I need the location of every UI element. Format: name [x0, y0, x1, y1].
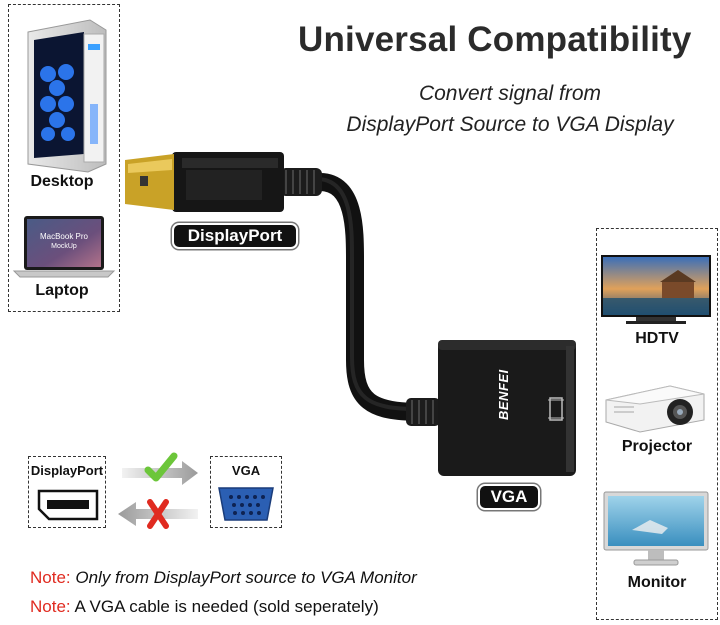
reverse-arrow-cross-icon [114, 496, 202, 532]
vga-port-label: VGA [231, 463, 261, 478]
forward-arrow-check-icon [118, 452, 202, 488]
note-line-2: Note: A VGA cable is needed (sold sepera… [30, 597, 379, 617]
projector-icon [600, 376, 712, 436]
device-label-projector: Projector [621, 438, 693, 455]
subtitle: Convert signal from DisplayPort Source t… [330, 78, 690, 140]
device-label-laptop: Laptop [35, 282, 89, 299]
device-label-hdtv: HDTV [635, 330, 679, 347]
laptop-screen-text-2: MockUp [51, 243, 77, 250]
displayport-port-icon [37, 489, 99, 521]
note-line-1: Note: Only from DisplayPort source to VG… [30, 568, 417, 588]
device-label-monitor: Monitor [627, 574, 687, 591]
vga-port-icon [217, 485, 275, 523]
device-label-desktop: Desktop [30, 173, 94, 190]
desktop-tower-icon [18, 14, 113, 174]
subtitle-line-2: DisplayPort Source to VGA Display [346, 113, 674, 136]
tv-icon [600, 254, 712, 326]
input-connector-label: DisplayPort [174, 225, 296, 247]
monitor-icon [602, 490, 710, 568]
note-prefix-2: Note: [30, 597, 71, 616]
source-devices-box [8, 4, 120, 312]
subtitle-line-1: Convert signal from [418, 82, 602, 105]
note-text-2: A VGA cable is needed (sold seperately) [74, 597, 379, 616]
dp-port-label: DisplayPort [30, 463, 104, 478]
note-text-1: Only from DisplayPort source to VGA Moni… [75, 568, 417, 587]
vga-port-box: VGA [210, 456, 282, 528]
adapter-illustration [120, 140, 590, 490]
display-devices-box [596, 228, 718, 620]
page-title: Universal Compatibility [298, 20, 692, 59]
dp-port-box: DisplayPort [28, 456, 106, 528]
note-prefix-1: Note: [30, 568, 71, 587]
laptop-icon: MacBook Pro MockUp [12, 214, 116, 280]
brand-logo: BENFEI [496, 369, 511, 420]
output-connector-label: VGA [480, 486, 538, 508]
laptop-screen-text-1: MacBook Pro [40, 232, 89, 241]
